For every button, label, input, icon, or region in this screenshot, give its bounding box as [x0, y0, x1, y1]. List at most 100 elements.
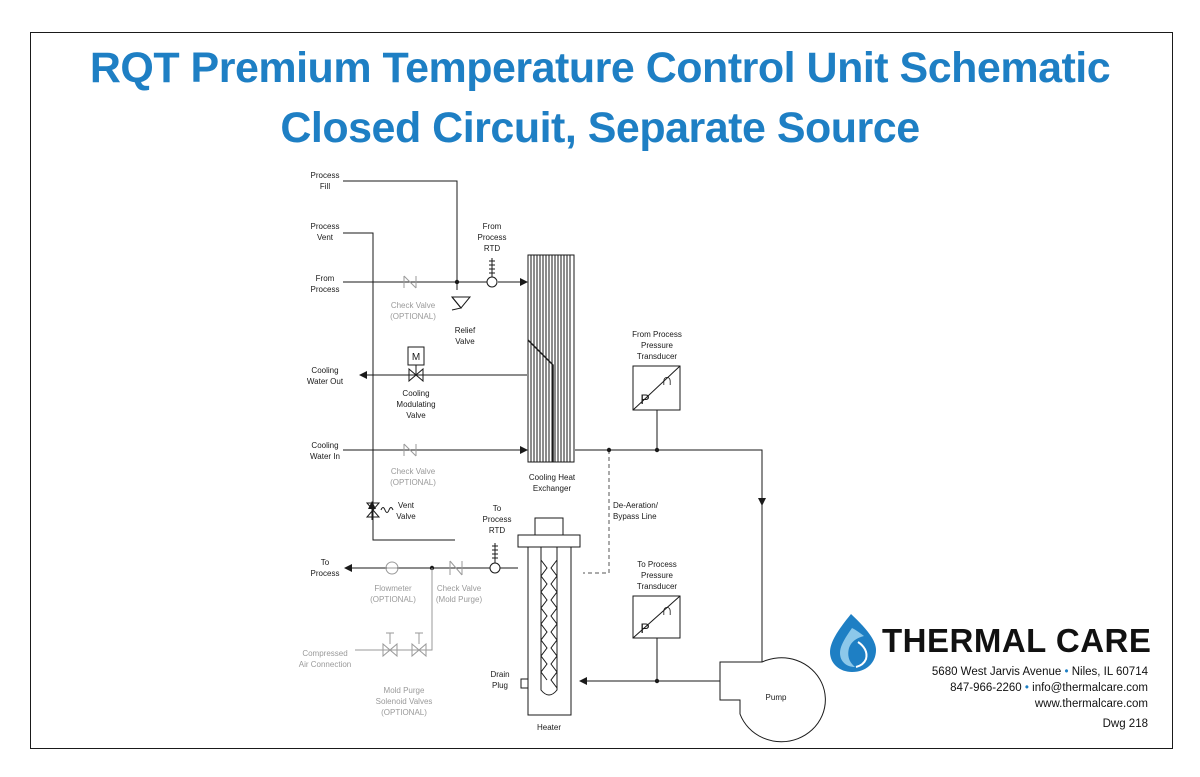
label-cooling-water-out-1: Cooling — [311, 366, 338, 375]
label-flowmeter-2: (OPTIONAL) — [370, 595, 416, 604]
label-check-valve-mid-2: (OPTIONAL) — [390, 478, 436, 487]
drawing-frame — [30, 32, 1173, 749]
label-heater: Heater — [537, 723, 561, 732]
check-valve-mold-purge-symbol — [449, 560, 463, 576]
vent-valve-symbol — [365, 502, 394, 518]
label-from-process-transducer-2: Pressure — [641, 341, 674, 350]
separator-dot: • — [1064, 666, 1069, 678]
label-from-process-1: From — [316, 274, 335, 283]
label-compressed-air-1: Compressed — [302, 649, 347, 658]
company-email: info@thermalcare.com — [1032, 682, 1148, 694]
label-to-process-1: To — [321, 558, 330, 567]
flowmeter-symbol — [385, 561, 399, 575]
label-to-process-transducer-3: Transducer — [637, 582, 678, 591]
company-contact: 847-966-2260 • info@thermalcare.com — [950, 682, 1148, 694]
label-to-process-rtd-2: Process — [483, 515, 512, 524]
separator-dot: • — [1024, 682, 1029, 694]
label-from-process-rtd-3: RTD — [484, 244, 501, 253]
to-process-transducer-symbol — [632, 595, 681, 639]
label-cooling-heat-exchanger-2: Exchanger — [533, 484, 572, 493]
company-address: 5680 West Jarvis Avenue • Niles, IL 6071… — [932, 666, 1148, 678]
label-to-process-transducer-1: To Process — [637, 560, 677, 569]
label-vent-valve-1: Vent — [398, 501, 415, 510]
label-from-process-rtd-1: From — [483, 222, 502, 231]
label-to-process-transducer-2: Pressure — [641, 571, 674, 580]
drawing-number: Dwg 218 — [1102, 718, 1148, 730]
pump-symbol — [719, 657, 826, 743]
label-compressed-air-2: Air Connection — [299, 660, 351, 669]
label-to-process-rtd-1: To — [493, 504, 502, 513]
exchanger-to-pump-line — [575, 449, 766, 506]
label-process-fill-2: Fill — [320, 182, 330, 191]
process-vent-line — [343, 232, 455, 541]
label-transducer-p-top: P — [640, 391, 649, 407]
label-relief-valve-1: Relief — [455, 326, 476, 335]
label-cooling-water-in-1: Cooling — [311, 441, 338, 450]
from-process-transducer-symbol — [632, 365, 681, 411]
junction-dot — [606, 447, 612, 453]
label-to-process-2: Process — [311, 569, 340, 578]
from-process-rtd-symbol — [486, 258, 498, 288]
page-subtitle: Closed Circuit, Separate Source — [280, 104, 920, 152]
heat-exchanger-symbol — [527, 254, 575, 463]
label-process-vent-2: Vent — [317, 233, 334, 242]
heater-symbol — [517, 517, 581, 716]
label-from-process-transducer-1: From Process — [632, 330, 682, 339]
label-pump: Pump — [766, 693, 787, 702]
label-deaeration-2: Bypass Line — [613, 512, 657, 521]
label-cooling-modulating-valve-2: Modulating — [396, 400, 435, 409]
company-name: THERMAL CARE — [882, 622, 1152, 659]
label-check-valve-mid-1: Check Valve — [391, 467, 436, 476]
label-motor: M — [412, 352, 420, 363]
label-process-vent-1: Process — [311, 222, 340, 231]
thermal-care-logo — [830, 614, 876, 672]
label-vent-valve-2: Valve — [396, 512, 416, 521]
label-from-process-2: Process — [311, 285, 340, 294]
company-phone: 847-966-2260 — [950, 682, 1022, 694]
check-valve-mid-symbol — [403, 443, 417, 457]
solenoid-valve-2 — [411, 642, 427, 658]
process-fill-line — [343, 180, 458, 290]
junction-dot — [654, 447, 660, 453]
label-mold-purge-3: (OPTIONAL) — [381, 708, 427, 717]
address-city: Niles, IL 60714 — [1071, 666, 1148, 678]
label-transducer-p-bottom: P — [640, 620, 649, 636]
label-mold-purge-2: Solenoid Valves — [376, 697, 433, 706]
label-check-valve-mold-purge-1: Check Valve — [437, 584, 482, 593]
diagram-labels: Process Fill Process Vent From Process C… — [299, 171, 787, 732]
deaeration-bypass-line — [583, 450, 610, 574]
label-from-process-rtd-2: Process — [478, 233, 507, 242]
label-cooling-water-in-2: Water In — [310, 452, 340, 461]
label-check-valve-mold-purge-2: (Mold Purge) — [436, 595, 483, 604]
junction-dot — [454, 279, 460, 285]
label-cooling-modulating-valve-3: Valve — [406, 411, 426, 420]
label-transducer-symbol-bottom: ∩ — [661, 602, 673, 619]
to-process-rtd-symbol — [489, 543, 501, 574]
mold-purge-line — [355, 568, 433, 651]
optional-components — [355, 275, 463, 658]
label-cooling-water-out-2: Water Out — [307, 377, 344, 386]
label-process-fill-1: Process — [311, 171, 340, 180]
solenoid-valve-1 — [382, 642, 398, 658]
label-drain-plug-2: Plug — [492, 681, 508, 690]
check-valve-top-symbol — [403, 275, 417, 289]
relief-valve-symbol — [450, 296, 472, 311]
address-street: 5680 West Jarvis Avenue — [931, 666, 1062, 678]
cooling-modulating-valve-symbol — [407, 346, 425, 383]
label-from-process-transducer-3: Transducer — [637, 352, 678, 361]
junction-dot — [654, 678, 660, 684]
label-drain-plug-1: Drain — [490, 670, 509, 679]
company-website: www.thermalcare.com — [1034, 698, 1148, 710]
label-to-process-rtd-3: RTD — [489, 526, 506, 535]
label-relief-valve-2: Valve — [455, 337, 475, 346]
piping — [343, 180, 766, 685]
label-mold-purge-1: Mold Purge — [384, 686, 425, 695]
label-transducer-symbol-top: ∩ — [661, 372, 673, 389]
label-check-valve-top-1: Check Valve — [391, 301, 436, 310]
page-title: RQT Premium Temperature Control Unit Sch… — [89, 44, 1111, 92]
label-deaeration-1: De-Aeration/ — [613, 501, 659, 510]
label-cooling-heat-exchanger-1: Cooling Heat — [529, 473, 576, 482]
label-cooling-modulating-valve-1: Cooling — [402, 389, 429, 398]
label-flowmeter-1: Flowmeter — [374, 584, 412, 593]
